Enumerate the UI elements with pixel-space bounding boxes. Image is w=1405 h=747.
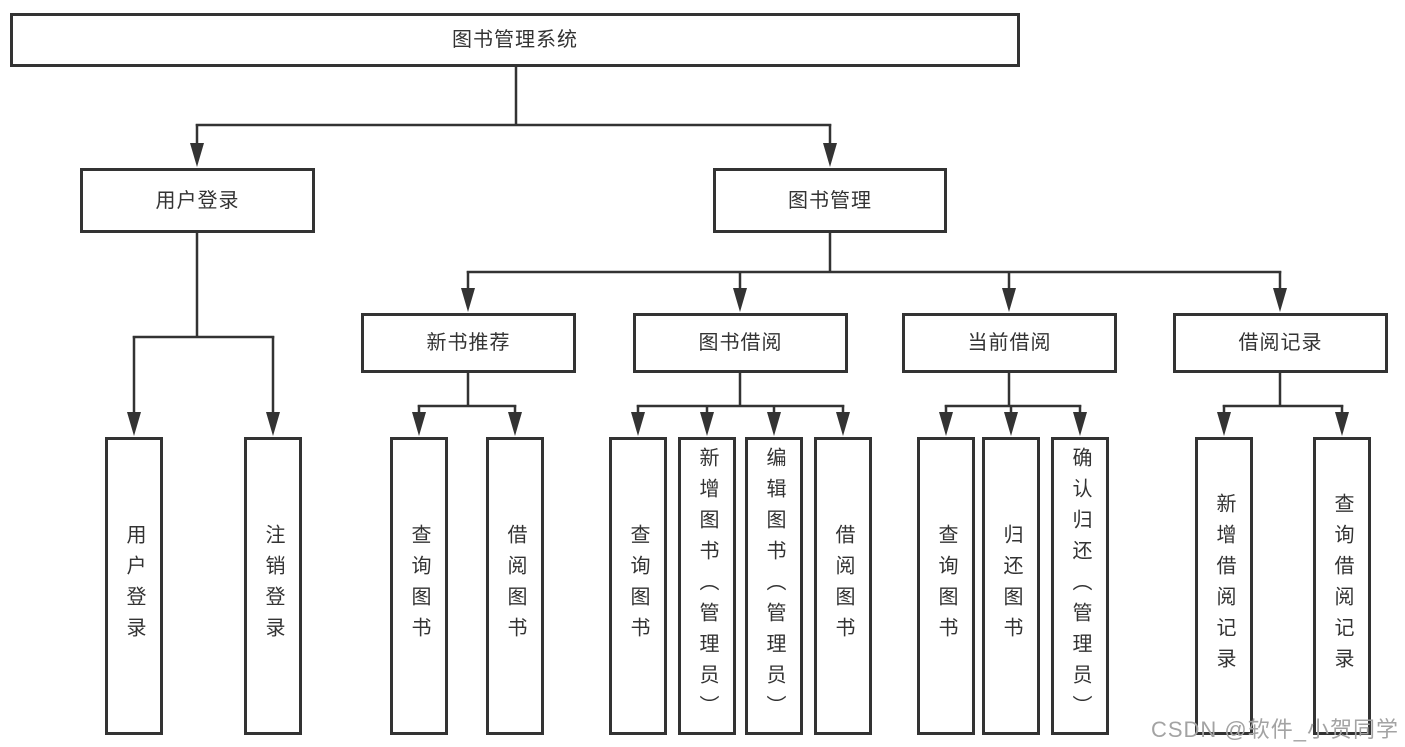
- connector-book-borrowing-to-leaves: [631, 373, 850, 436]
- node-borrowing-records-label: 借阅记录: [1238, 332, 1323, 354]
- connector-borrowing-records-to-leaves: [1217, 373, 1349, 436]
- leaf-query-borrow-record-label: 查询借阅记录: [1331, 493, 1353, 679]
- leaf-query-books-borrowing-label: 查询图书: [627, 524, 649, 648]
- connector-book-management-to-level3: [461, 233, 1287, 312]
- node-new-book-recommendation-label: 新书推荐: [426, 332, 511, 354]
- leaf-logout: 注销登录: [244, 437, 302, 735]
- leaf-edit-book-admin-label: 编辑图书（管理员）: [763, 446, 785, 726]
- leaf-add-borrow-record: 新增借阅记录: [1195, 437, 1253, 735]
- connector-new-book-recommendation-to-leaves: [412, 373, 522, 436]
- node-borrowing-records: 借阅记录: [1173, 313, 1388, 373]
- watermark: CSDN @软件_小贺同学: [1150, 717, 1399, 742]
- leaf-borrow-books-borrowing-label: 借阅图书: [832, 524, 854, 648]
- leaf-query-books-current: 查询图书: [917, 437, 975, 735]
- leaf-logout-label: 注销登录: [262, 524, 284, 648]
- node-book-management-label: 图书管理: [788, 189, 872, 212]
- leaf-user-login: 用户登录: [105, 437, 163, 735]
- connector-root-to-level2: [190, 67, 837, 167]
- node-book-borrowing-label: 图书借阅: [698, 332, 783, 354]
- leaf-return-books-label: 归还图书: [1000, 524, 1022, 648]
- node-user-login-label: 用户登录: [155, 189, 240, 212]
- leaf-query-books-current-label: 查询图书: [935, 524, 957, 648]
- leaf-add-book-admin: 新增图书（管理员）: [678, 437, 736, 735]
- node-current-borrowing: 当前借阅: [902, 313, 1117, 373]
- leaf-add-borrow-record-label: 新增借阅记录: [1213, 493, 1235, 679]
- leaf-confirm-return-admin-label: 确认归还（管理员）: [1069, 446, 1091, 726]
- node-root-label: 图书管理系统: [452, 29, 578, 51]
- leaf-add-book-admin-label: 新增图书（管理员）: [696, 446, 718, 726]
- leaf-user-login-label: 用户登录: [123, 524, 145, 648]
- leaf-confirm-return-admin: 确认归还（管理员）: [1051, 437, 1109, 735]
- leaf-borrow-books-borrowing: 借阅图书: [814, 437, 872, 735]
- leaf-query-borrow-record: 查询借阅记录: [1313, 437, 1371, 735]
- node-current-borrowing-label: 当前借阅: [967, 332, 1052, 354]
- node-user-login: 用户登录: [80, 168, 315, 233]
- leaf-query-books-borrowing: 查询图书: [609, 437, 667, 735]
- node-root: 图书管理系统: [10, 13, 1020, 67]
- node-new-book-recommendation: 新书推荐: [361, 313, 576, 373]
- connector-user-login-to-leaves: [127, 233, 280, 436]
- leaf-return-books: 归还图书: [982, 437, 1040, 735]
- leaf-borrow-books-recommend: 借阅图书: [486, 437, 544, 735]
- leaf-query-books-recommend-label: 查询图书: [408, 524, 430, 648]
- leaf-borrow-books-recommend-label: 借阅图书: [504, 524, 526, 648]
- node-book-management: 图书管理: [713, 168, 947, 233]
- connector-current-borrowing-to-leaves: [939, 373, 1087, 436]
- leaf-edit-book-admin: 编辑图书（管理员）: [745, 437, 803, 735]
- node-book-borrowing: 图书借阅: [633, 313, 848, 373]
- leaf-query-books-recommend: 查询图书: [390, 437, 448, 735]
